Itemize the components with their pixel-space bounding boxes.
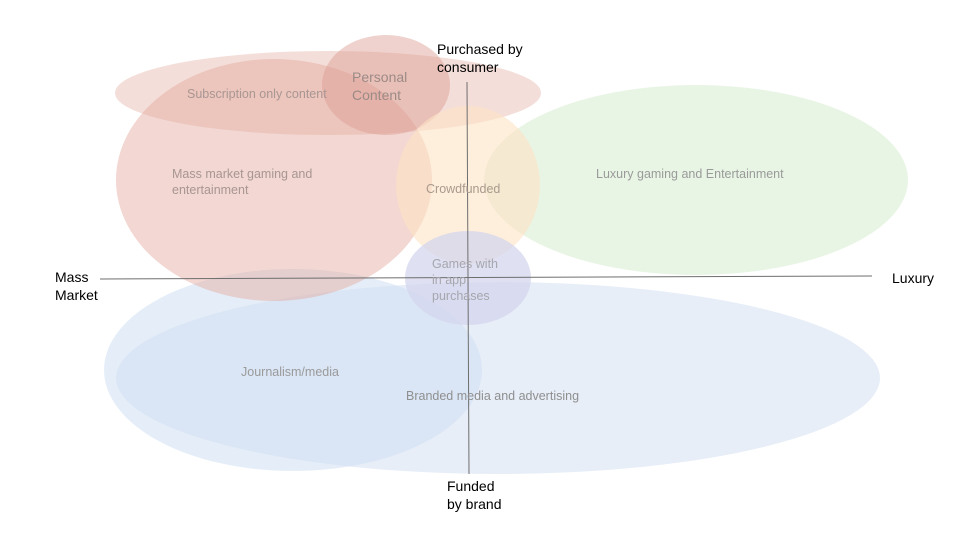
region-luxury-ellipse xyxy=(484,85,908,275)
label-branded-media: Branded media and advertising xyxy=(406,389,579,403)
axis-label-right: Luxury xyxy=(892,270,934,286)
region-mass-market-ellipse xyxy=(116,59,432,301)
region-subscription-ellipse xyxy=(115,51,541,135)
label-mass-market: Mass market gaming and entertainment xyxy=(172,167,316,197)
region-personal-content-ellipse xyxy=(322,35,450,135)
label-luxury: Luxury gaming and Entertainment xyxy=(596,167,784,181)
axis-label-left: Mass Market xyxy=(55,269,98,303)
label-journalism: Journalism/media xyxy=(241,365,339,379)
label-crowdfunded: Crowdfunded xyxy=(426,182,500,196)
vertical-axis-line xyxy=(466,81,470,475)
axis-labels: Purchased by consumer Funded by brand Ma… xyxy=(55,41,934,512)
label-subscription: Subscription only content xyxy=(187,87,327,101)
region-labels: Subscription only content Personal Conte… xyxy=(172,69,784,403)
axis-label-top: Purchased by consumer xyxy=(437,41,527,75)
axes xyxy=(99,81,873,475)
label-in-app: Games with in app purchases xyxy=(432,257,501,303)
label-personal-content: Personal Content xyxy=(352,69,411,103)
horizontal-axis-line xyxy=(99,275,873,280)
region-journalism-ellipse xyxy=(104,269,482,471)
axis-label-bottom: Funded by brand xyxy=(447,478,501,512)
